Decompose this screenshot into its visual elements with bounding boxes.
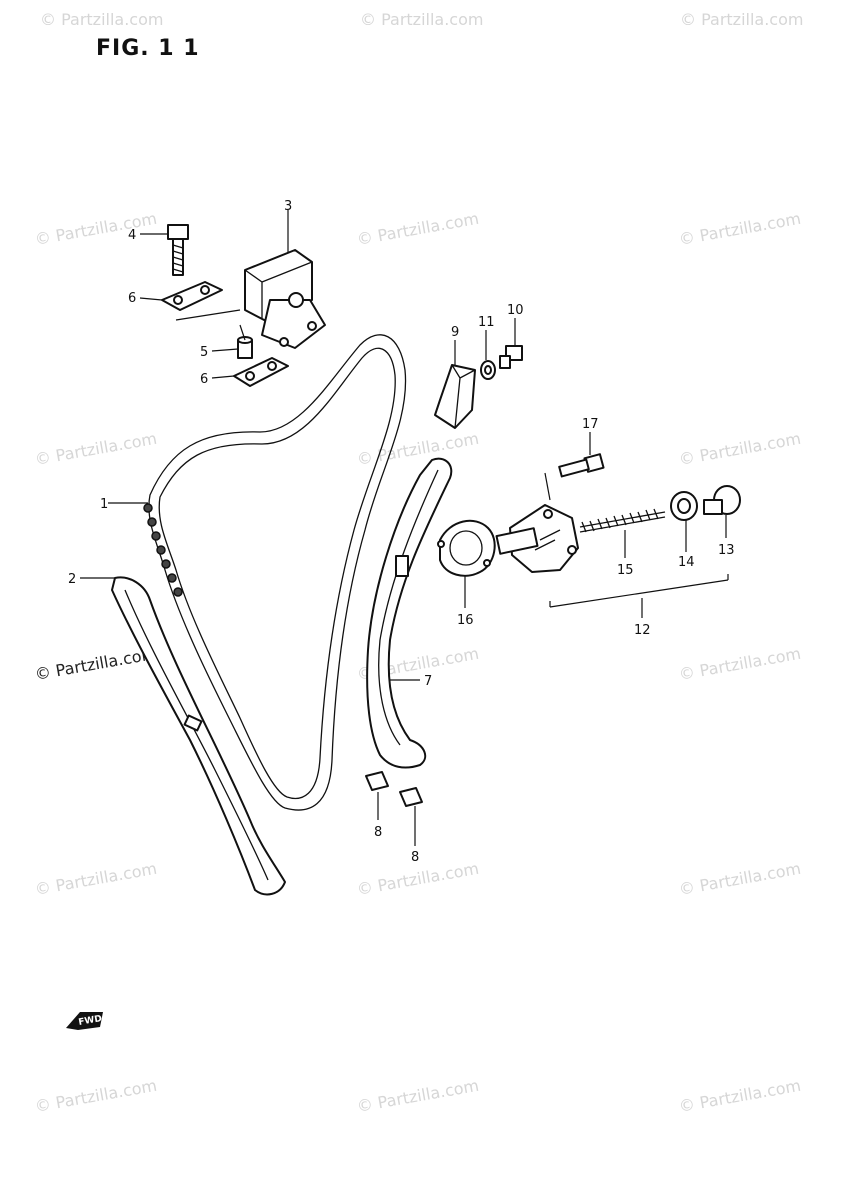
cam-chain xyxy=(143,334,407,811)
front-direction-arrow-icon: FWD xyxy=(66,1012,103,1030)
spring xyxy=(579,508,666,533)
callout-8-left: 8 xyxy=(374,825,382,840)
callout-15: 15 xyxy=(617,563,634,578)
sealing-washer xyxy=(670,491,698,521)
watermark: © Partzilla.com xyxy=(677,1076,802,1116)
watermark: © Partzilla.com xyxy=(680,10,803,29)
assembly-bracket xyxy=(549,574,729,608)
watermark: © Partzilla.com xyxy=(677,429,802,469)
callout-16: 16 xyxy=(457,613,474,628)
watermark: © Partzilla.com xyxy=(355,1076,480,1116)
callout-13: 13 xyxy=(718,543,735,558)
chain-guide-tensioner xyxy=(366,457,453,769)
upper-chain-guide xyxy=(244,249,326,349)
watermark: © Partzilla.com xyxy=(677,644,802,684)
watermark: © Partzilla.com xyxy=(33,859,158,899)
figure-title: FIG. 1 1 xyxy=(96,36,200,61)
chain-guide-front xyxy=(111,576,286,896)
callout-4: 4 xyxy=(128,228,136,243)
plate-upper xyxy=(161,281,223,311)
callout-7: 7 xyxy=(424,674,432,689)
callout-8-right: 8 xyxy=(411,850,419,865)
callout-14: 14 xyxy=(678,555,695,570)
callout-17: 17 xyxy=(582,417,599,432)
watermark: © Partzilla.com xyxy=(33,209,158,249)
watermark: © Partzilla.com xyxy=(355,429,480,469)
tensioner-body xyxy=(495,504,579,573)
callout-1: 1 xyxy=(100,497,108,512)
watermark: © Partzilla.com xyxy=(677,859,802,899)
watermark: © Partzilla.com xyxy=(677,209,802,249)
watermark: © Partzilla.com xyxy=(40,10,163,29)
watermark: © Partzilla.com xyxy=(33,644,158,684)
callout-5: 5 xyxy=(200,345,208,360)
gasket xyxy=(437,519,496,577)
washer xyxy=(480,360,496,380)
callout-6-upper: 6 xyxy=(128,291,136,306)
bolt xyxy=(167,224,189,276)
guide-block xyxy=(434,364,476,429)
watermark: © Partzilla.com xyxy=(33,1076,158,1116)
front-marker-label: FWD xyxy=(78,1014,103,1028)
callout-11: 11 xyxy=(478,315,495,330)
chain-links xyxy=(143,503,183,597)
watermark: © Partzilla.com xyxy=(360,10,483,29)
tensioner-screw xyxy=(544,453,605,501)
assembly-lines xyxy=(175,309,246,341)
callout-labels: 1 2 3 4 5 6 6 7 8 8 9 11 10 17 16 15 14 … xyxy=(68,199,735,865)
callout-3: 3 xyxy=(284,199,292,214)
watermark: © Partzilla.com xyxy=(355,209,480,249)
spacer xyxy=(237,336,253,359)
callout-9: 9 xyxy=(451,325,459,340)
callout-12: 12 xyxy=(634,623,651,638)
callout-10: 10 xyxy=(507,303,524,318)
plate-lower xyxy=(233,357,289,387)
rubber-blocks xyxy=(365,771,423,807)
small-bolt xyxy=(499,345,523,369)
callout-2: 2 xyxy=(68,572,76,587)
callout-6-lower: 6 xyxy=(200,372,208,387)
watermark: © Partzilla.com xyxy=(33,429,158,469)
cap-bolt xyxy=(703,485,741,515)
leader-lines xyxy=(80,210,727,846)
